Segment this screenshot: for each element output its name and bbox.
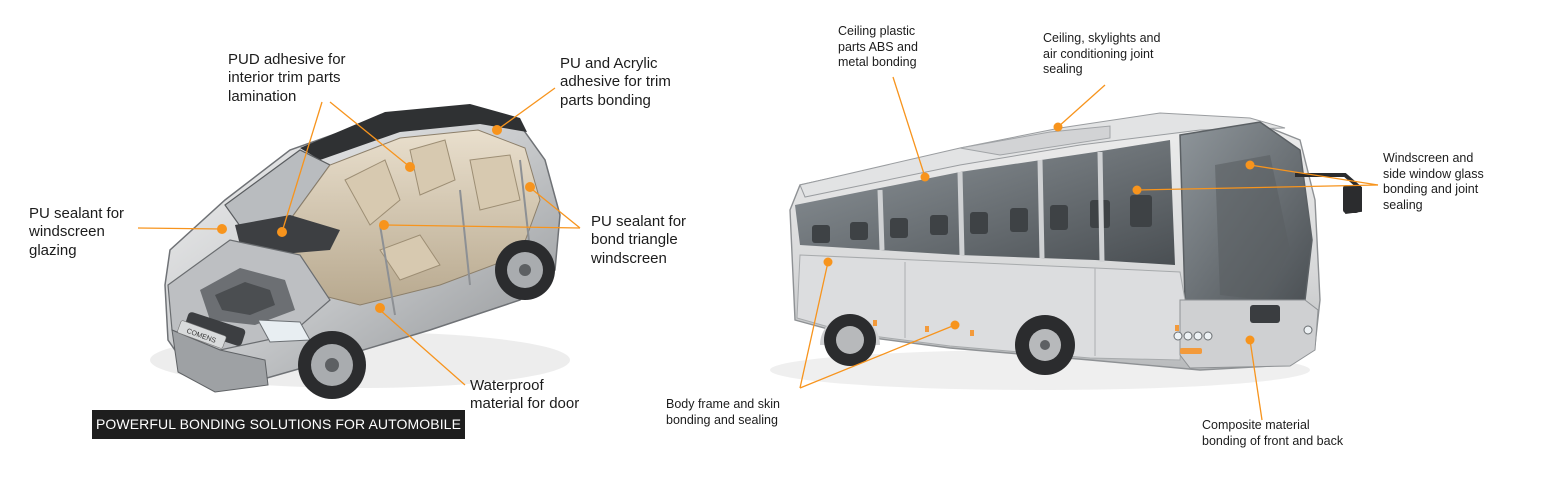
bus-callout-dots	[823, 122, 1255, 345]
label-pud-adhesive: PUD adhesive for interior trim parts lam…	[228, 51, 346, 105]
bus-callout-lines	[799, 76, 1379, 421]
label-composite-material: Composite material bonding of front and …	[1202, 418, 1344, 448]
car-illustration: COMENS	[150, 104, 570, 399]
bus-front-wheel	[1015, 315, 1075, 375]
label-ceiling-skylights: Ceiling, skylights and air conditioning …	[1043, 31, 1161, 77]
label-windscreen-side-window: Windscreen and side window glass bonding…	[1383, 151, 1484, 212]
car-rear-wheel	[495, 240, 555, 300]
bus-rear-wheel	[820, 314, 880, 366]
label-pu-sealant-windscreen-glazing: PU sealant for windscreen glazing	[29, 205, 125, 259]
label-body-frame-skin: Body frame and skin bonding and sealing	[666, 397, 780, 427]
label-waterproof-material: Waterproof material for door	[470, 377, 580, 413]
bus-illustration	[770, 112, 1362, 390]
label-pu-acrylic-adhesive: PU and Acrylic adhesive for trim parts b…	[560, 55, 671, 109]
label-ceiling-plastic-parts: Ceiling plastic parts ABS and metal bond…	[838, 24, 918, 70]
caption-banner: POWERFUL BONDING SOLUTIONS FOR AUTOMOBIL…	[92, 410, 465, 439]
car-front-wheel	[298, 331, 366, 399]
label-pu-sealant-bond-triangle: PU sealant for bond triangle windscreen	[591, 213, 687, 267]
car-callout-lines	[137, 87, 581, 386]
car-callout-dots	[217, 125, 535, 313]
